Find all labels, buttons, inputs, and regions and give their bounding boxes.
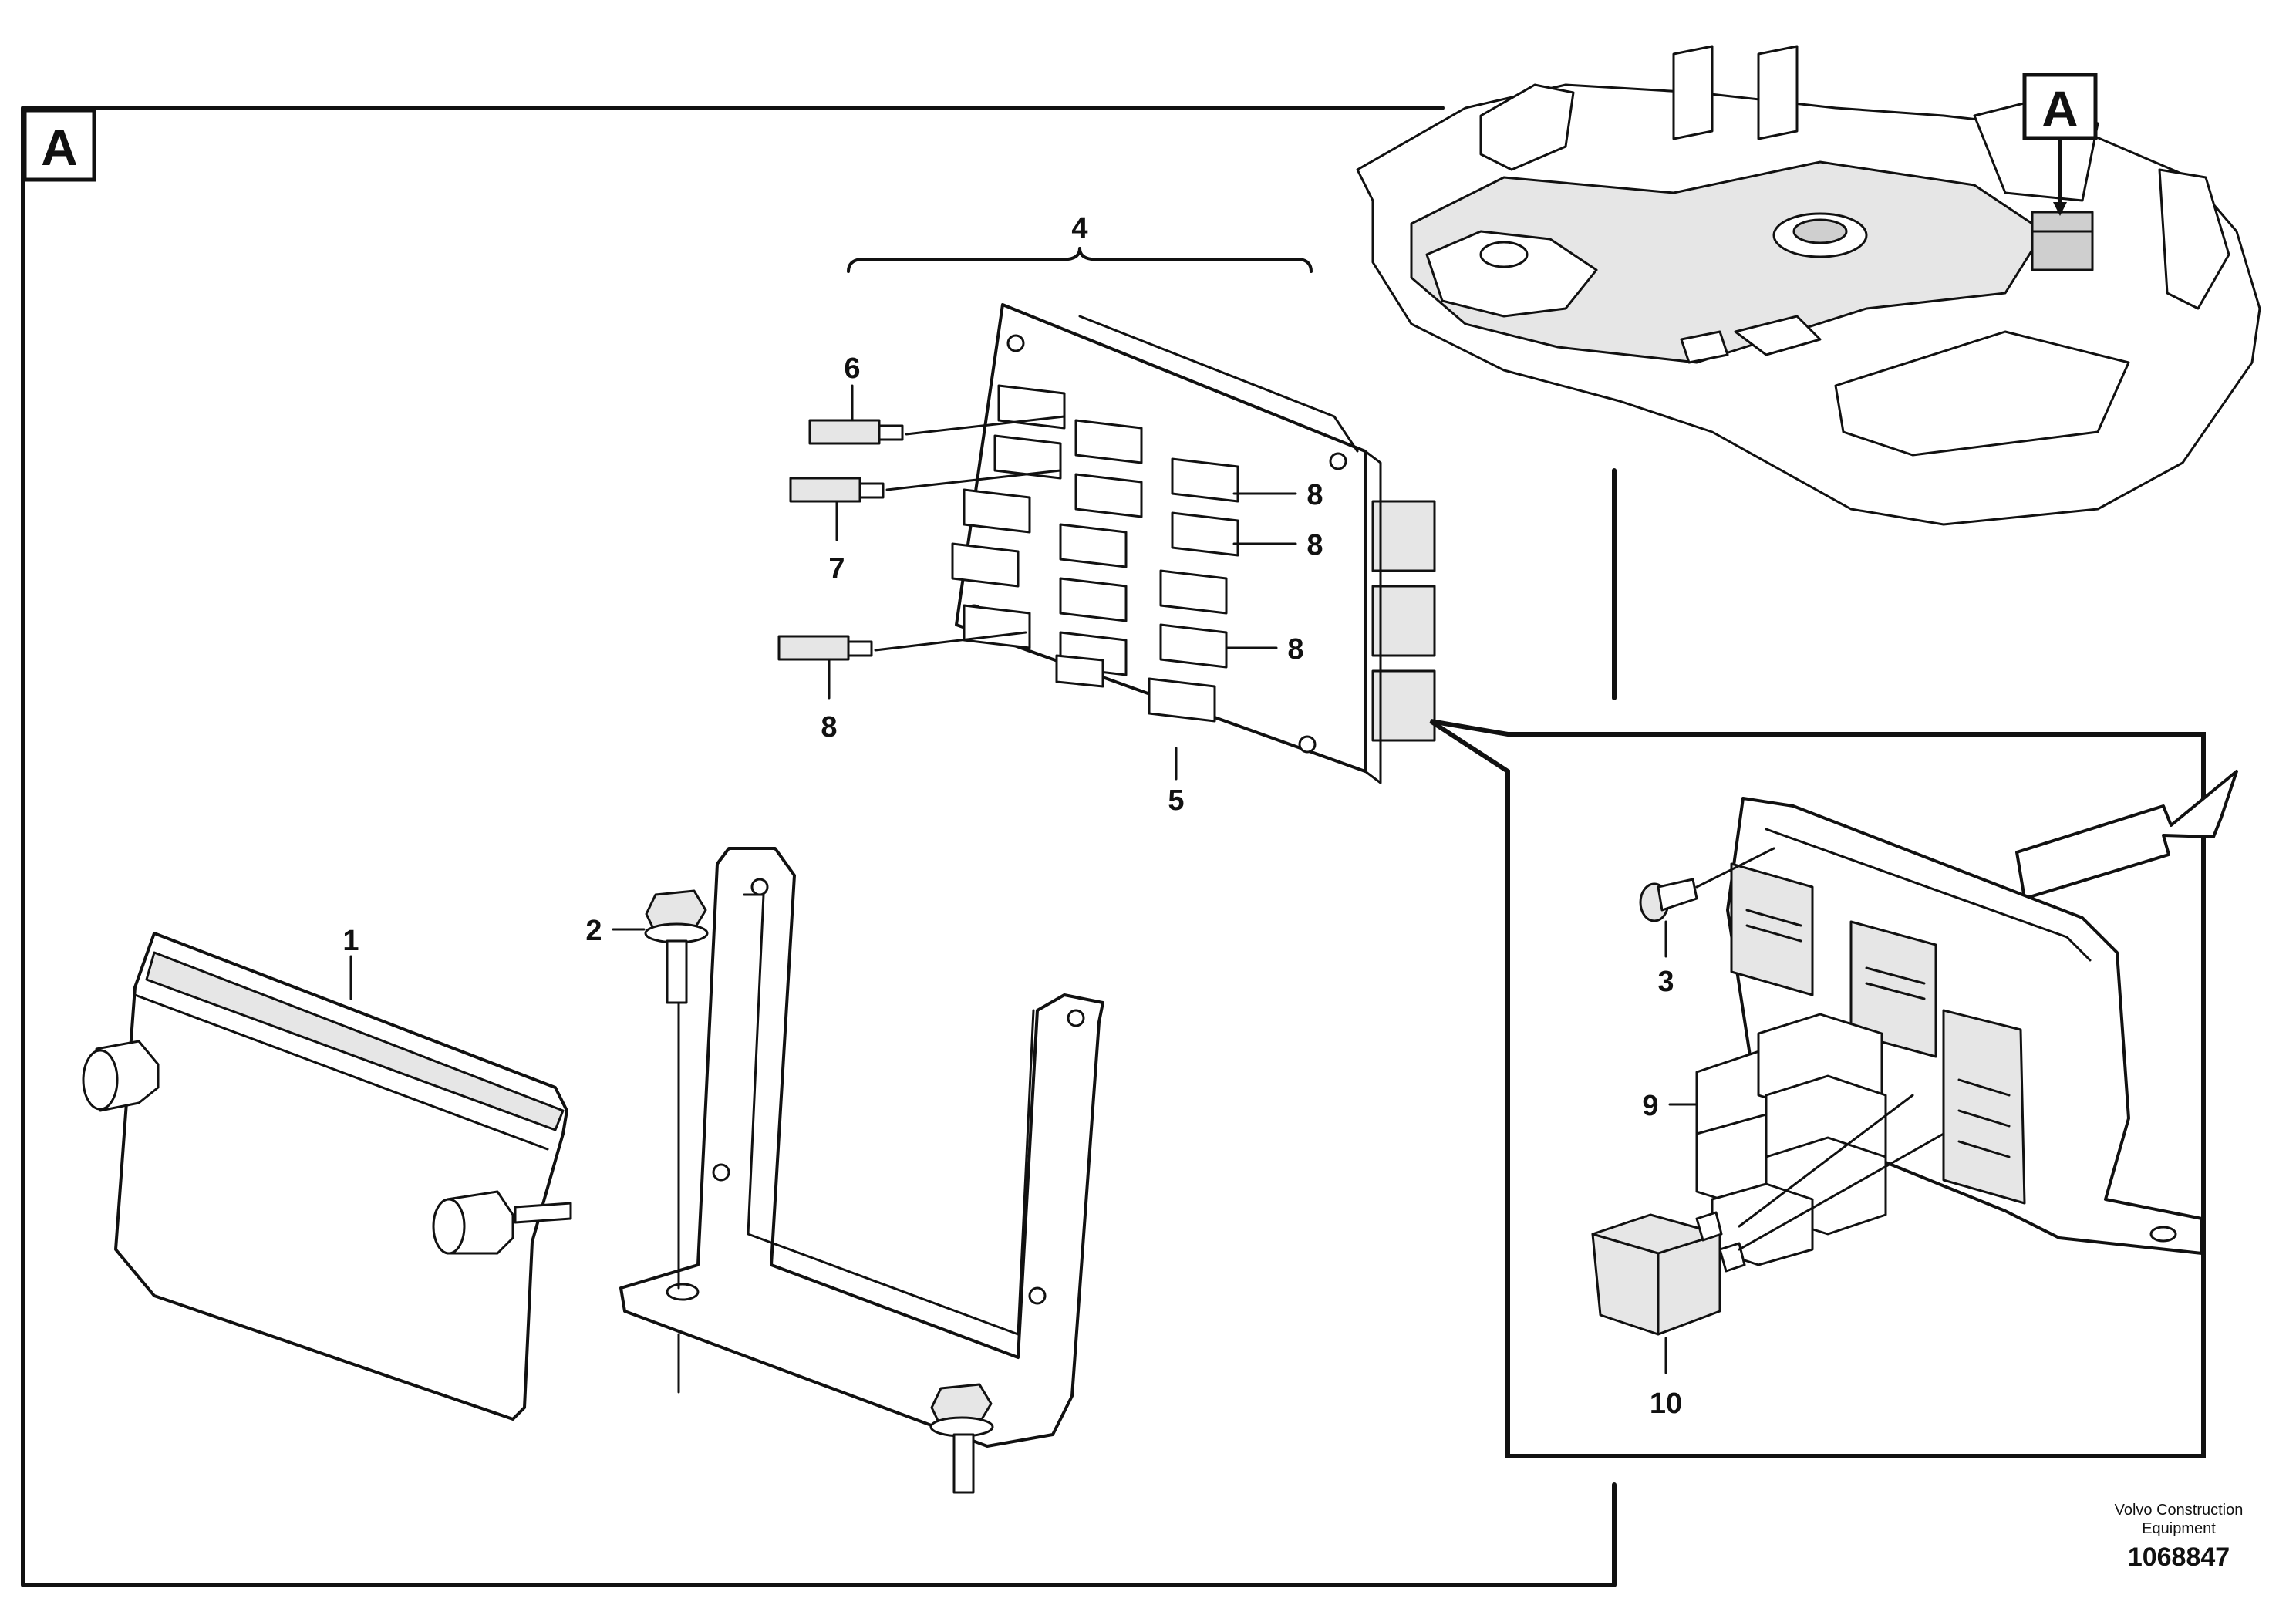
overview-label: A [2041,80,2079,137]
machine-frame-overview: A [1356,45,2261,526]
bracket-part [619,847,1104,1448]
callout-8-lower: 8 [1287,633,1303,666]
callout-8-middle: 8 [1306,529,1323,561]
fuse-slots [951,384,1239,723]
fuse-box-assembly: 4 [847,212,1436,817]
callout-6: 6 [844,352,860,385]
view-label-box [22,108,96,182]
cover-part: 1 [82,925,572,1421]
callout-5: 5 [1168,784,1184,817]
direction-arrow [2015,770,2238,900]
view-label: A [41,119,78,176]
callout-7: 7 [828,553,845,585]
fuse-box-location [2031,211,2094,271]
callout-1: 1 [342,925,359,957]
callout-3: 3 [1657,966,1674,998]
callout-8-top: 8 [1306,479,1323,511]
loose-fuses: 6 7 8 8 8 8 [777,352,1323,744]
footer-drawing-number: 1068847 [2127,1543,2230,1572]
detail-view-frame: A [21,106,1617,1587]
callout-8-bottom: 8 [821,711,837,744]
inset-pins [1745,909,2011,1158]
callout-10: 10 [1650,1388,1682,1420]
inset-detail-view: 3 10 9 [1429,719,2238,1458]
callout-2: 2 [585,915,602,947]
callout-4: 4 [1071,212,1087,244]
callout-9: 9 [1642,1090,1658,1122]
bolt-part: 2 [585,889,994,1494]
footer-company-name: Volvo Construction Equipment [2114,1502,2244,1537]
